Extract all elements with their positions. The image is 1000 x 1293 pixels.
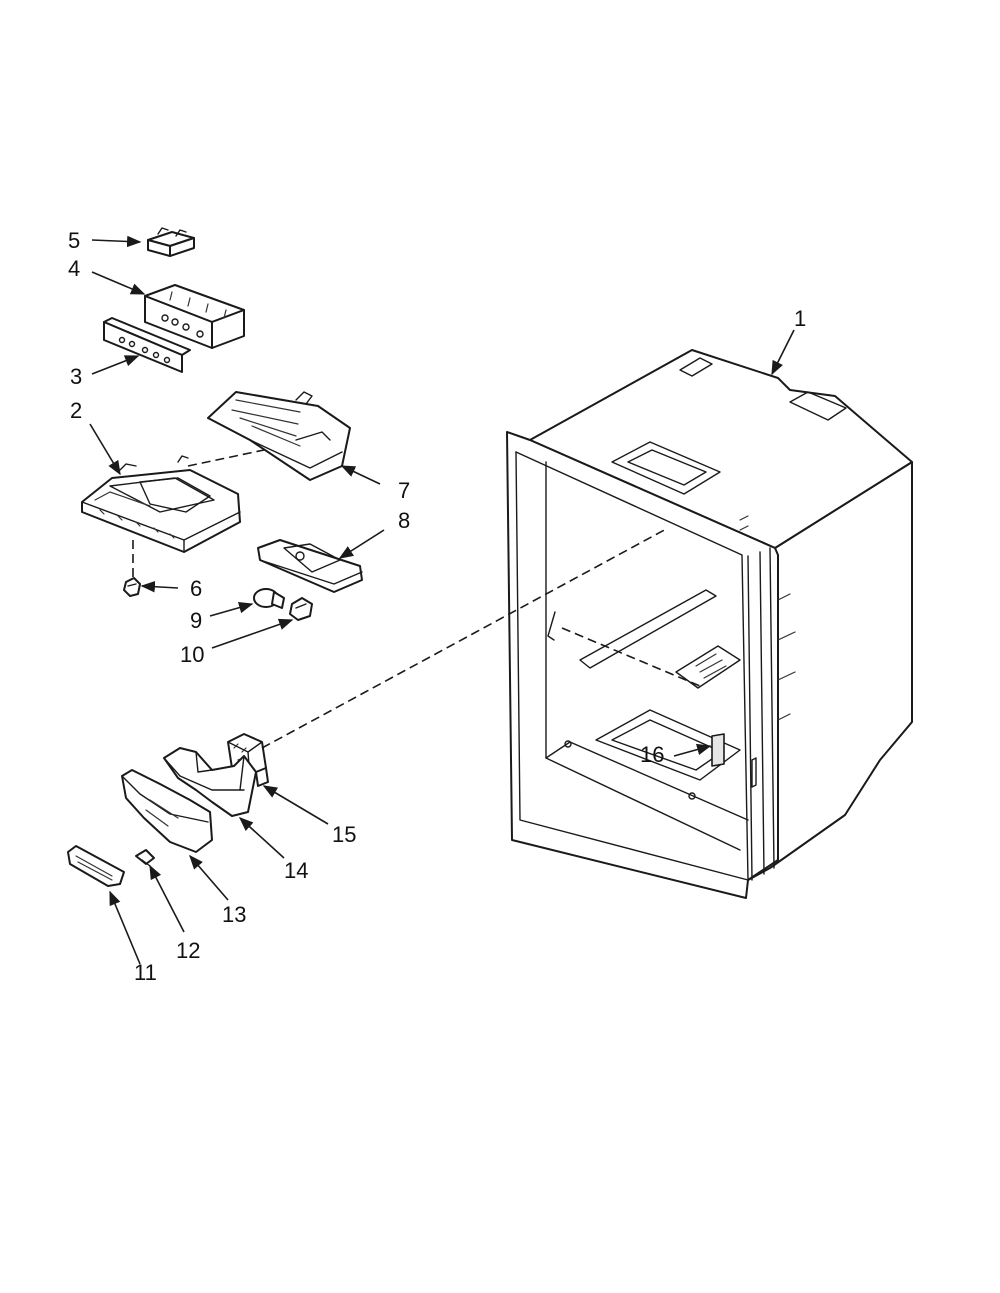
callout-8: 8	[398, 508, 410, 533]
part-3-control-panel	[103, 317, 191, 373]
part-7-cover	[207, 391, 351, 481]
part-5-bracket	[147, 227, 195, 257]
part-13-cover	[121, 769, 213, 853]
leader-5	[91, 235, 142, 248]
callout-10: 10	[180, 642, 204, 667]
leader-9	[209, 602, 254, 617]
callout-9: 9	[190, 608, 202, 633]
part-4-control-housing	[144, 284, 245, 349]
callout-5: 5	[68, 228, 80, 253]
part-6-clip	[123, 577, 141, 597]
leader-10	[211, 618, 294, 649]
leader-15	[262, 785, 329, 825]
callout-16: 16	[640, 742, 664, 767]
leader-13	[189, 854, 229, 901]
callout-4: 4	[68, 256, 80, 281]
part-8-socket-plate	[257, 539, 363, 593]
leader-11	[109, 890, 141, 965]
callout-6: 6	[190, 576, 202, 601]
leader-1	[771, 329, 795, 376]
leader-12	[149, 864, 185, 933]
leader-16	[673, 743, 712, 757]
callout-11: 11	[134, 960, 157, 985]
callout-13: 13	[222, 902, 246, 927]
leader-14	[238, 817, 285, 859]
part-11-grille	[67, 845, 125, 887]
leader-8	[338, 529, 385, 559]
assembly-line-part-2-to-7	[187, 449, 265, 467]
callout-1: 1	[794, 306, 806, 331]
callout-2: 2	[70, 398, 82, 423]
assembly-line-dispenser-to-liner	[261, 527, 669, 749]
leader-6	[140, 580, 179, 593]
callout-7: 7	[398, 478, 410, 503]
leader-2	[89, 423, 121, 476]
assembly-line-duct	[561, 627, 701, 687]
leader-3	[91, 355, 140, 375]
leader-4	[91, 271, 146, 295]
part-12-screw	[135, 849, 155, 867]
part-2-light-housing	[81, 455, 241, 553]
callout-12: 12	[176, 938, 200, 963]
callout-14: 14	[284, 858, 308, 883]
part-9-bulb	[253, 588, 285, 609]
part-10-socket	[289, 597, 313, 621]
callout-3: 3	[70, 364, 82, 389]
part-16-switch	[711, 733, 725, 767]
callout-15: 15	[332, 822, 356, 847]
part-1-liner	[506, 349, 913, 899]
part-14-shroud	[163, 747, 257, 817]
leader-7	[340, 465, 381, 485]
